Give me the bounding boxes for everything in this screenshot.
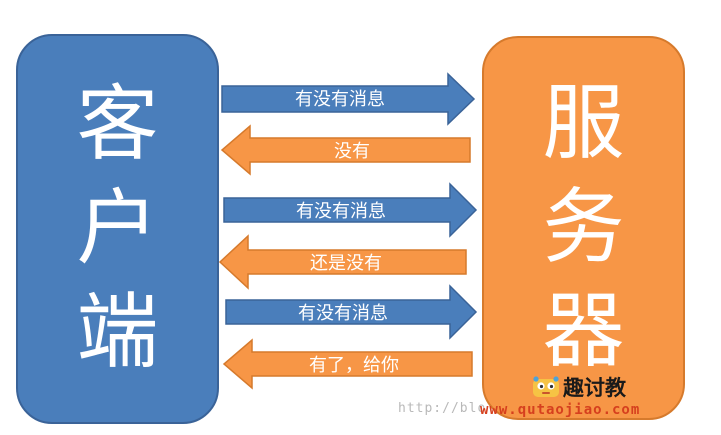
arrow-left-shape	[220, 124, 471, 176]
arrow-right-shape	[225, 284, 478, 340]
arrow-right-shape	[221, 72, 476, 126]
client-box: 客 户 端	[16, 34, 219, 424]
client-char-3: 端	[76, 285, 159, 380]
client-char-1: 客	[76, 77, 159, 172]
arrow-message-6: 有了，给你	[222, 338, 473, 390]
brand-logo: 趣讨教	[532, 372, 626, 402]
arrow-message-1: 有没有消息	[221, 72, 476, 126]
qutaojiao-logo-icon	[533, 376, 559, 397]
arrow-label-3: 有没有消息	[296, 201, 386, 222]
arrow-message-2: 没有	[220, 124, 471, 176]
server-char-3: 器	[542, 284, 625, 379]
arrow-left-shape	[222, 338, 473, 390]
server-char-2: 务	[542, 180, 625, 275]
site-url: www.qutaojiao.com	[480, 402, 641, 418]
arrow-message-5: 有没有消息	[225, 284, 478, 340]
arrow-label-2: 没有	[334, 141, 370, 162]
arrow-label-1: 有没有消息	[295, 89, 385, 110]
brand-name: 趣讨教	[563, 376, 626, 400]
arrow-right-shape	[223, 182, 478, 238]
arrow-label-4: 还是没有	[310, 253, 382, 274]
arrow-label-6: 有了，给你	[309, 355, 399, 376]
client-char-2: 户	[76, 181, 159, 276]
server-box: 服 务 器	[482, 36, 685, 420]
arrow-message-3: 有没有消息	[223, 182, 478, 238]
arrow-message-4: 还是没有	[218, 234, 467, 290]
arrow-left-shape	[218, 234, 467, 290]
arrow-label-5: 有没有消息	[298, 303, 388, 324]
watermark: http://blo	[398, 401, 487, 416]
server-char-1: 服	[542, 76, 625, 171]
